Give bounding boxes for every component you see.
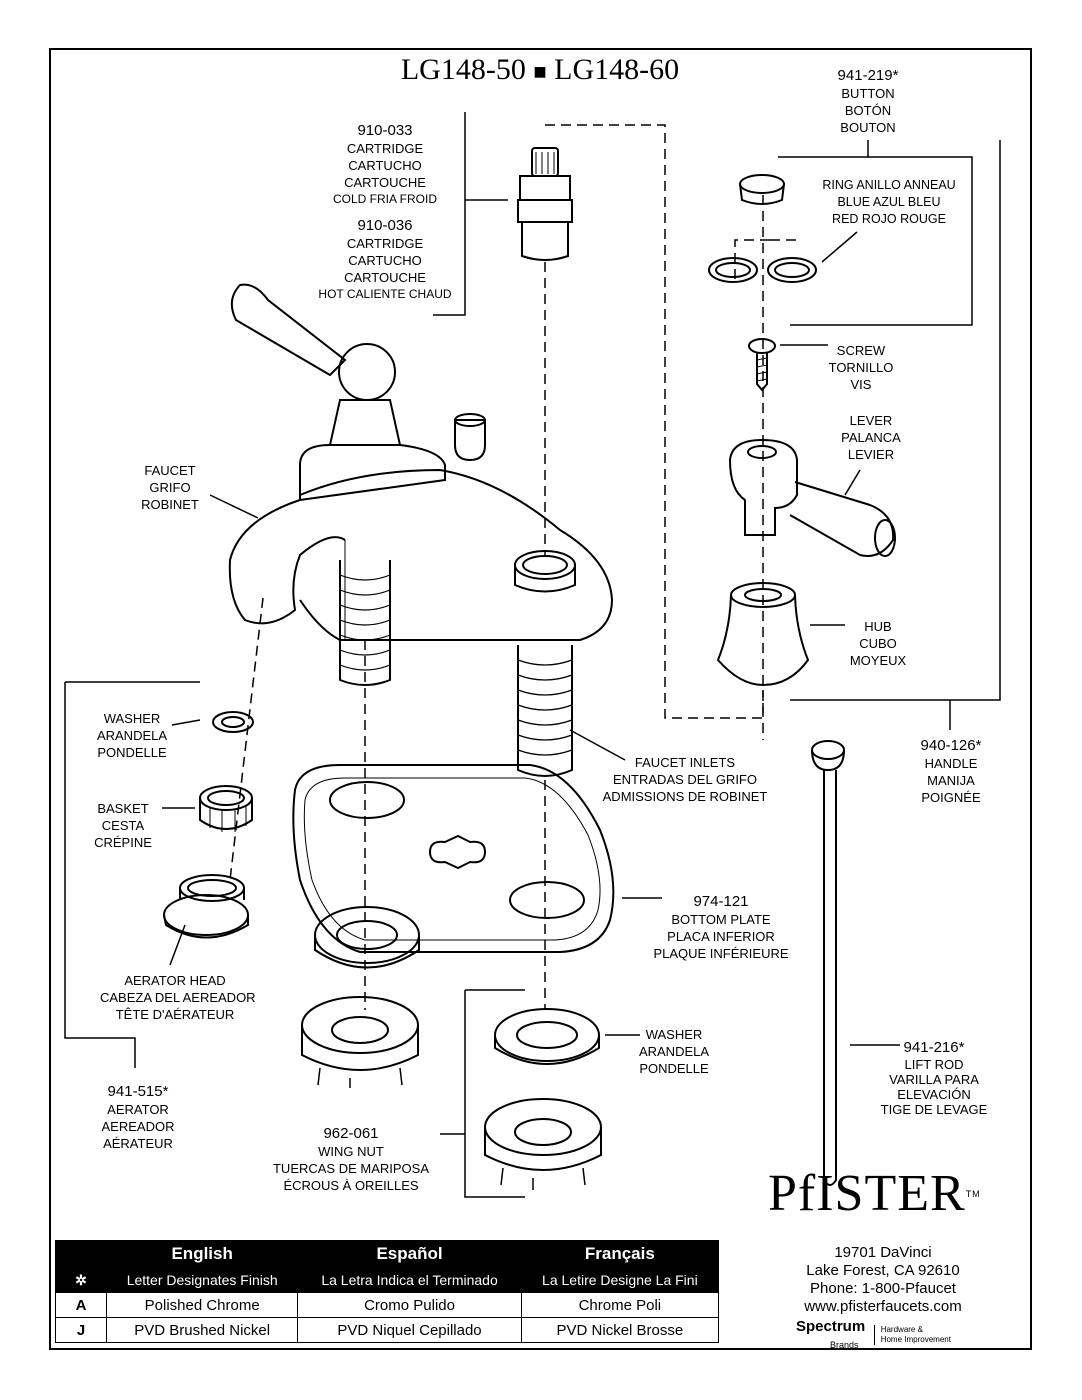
- left-shank-drawing: [339, 560, 391, 686]
- label-lever: LEVER PALANCA LEVIER: [841, 413, 901, 462]
- finish-english: PVD Brushed Nickel: [105, 1317, 299, 1343]
- label-lift-rod: 941-216* LIFT ROD VARILLA PARA ELEVACIÓN…: [880, 1039, 988, 1117]
- label-wing-nut: 962-061 WING NUT TUERCAS DE MARIPOSA ÉCR…: [272, 1125, 430, 1193]
- label-aerator: 941-515* AERATOR AEREADOR AÉRATEUR: [101, 1083, 175, 1151]
- header-espanol: Español: [297, 1240, 522, 1268]
- label-cartridge-cold: 910-033 CARTRIDGE CARTUCHO CARTOUCHE COL…: [332, 122, 437, 206]
- basket-drawing: [199, 785, 253, 832]
- lift-rod-drawing: [811, 740, 845, 1186]
- finish-francais: PVD Nickel Brosse: [520, 1317, 720, 1343]
- label-screw: SCREW TORNILLO VIS: [828, 343, 894, 392]
- address-city: Lake Forest, CA 92610: [806, 1262, 960, 1279]
- brand-tagline: Hardware &Home Improvement: [873, 1325, 951, 1345]
- address-phone: Phone: 1-800-Pfaucet: [810, 1280, 956, 1297]
- label-aerator-head: AERATOR HEAD CABEZA DEL AEREADOR TÊTE D'…: [100, 973, 256, 1022]
- right-washer-drawing: [494, 1008, 600, 1065]
- label-faucet-inlets: FAUCET INLETS ENTRADAS DEL GRIFO ADMISSI…: [602, 755, 768, 804]
- star-symbol: ✲: [55, 1267, 107, 1293]
- finish-english: Polished Chrome: [105, 1292, 299, 1318]
- left-washer-drawing: [314, 906, 420, 969]
- label-handle: 940-126* HANDLE MANIJA POIGNÉE: [920, 737, 982, 805]
- page-border: [49, 48, 1032, 1350]
- subheader-espanol: La Letra Indica el Terminado: [297, 1267, 522, 1293]
- cartridge-drawing: [517, 147, 573, 261]
- finish-code: J: [55, 1317, 107, 1343]
- bottom-plate-drawing: [292, 764, 615, 953]
- label-bottom-plate: 974-121 BOTTOM PLATE PLACA INFERIOR PLAQ…: [653, 893, 789, 961]
- button-drawing: [739, 174, 785, 205]
- rings-drawing: [708, 257, 817, 283]
- finish-code: A: [55, 1292, 107, 1318]
- right-shank-drawing: [517, 645, 573, 777]
- header-english: English: [105, 1240, 299, 1268]
- finish-francais: Chrome Poli: [520, 1292, 720, 1318]
- finish-table: English Español Français ✲ Letter Design…: [55, 1240, 720, 1343]
- company-address: 19701 DaVinci Lake Forest, CA 92610 Phon…: [770, 1244, 996, 1316]
- faucet-drawing: [228, 283, 614, 641]
- page-title: LG148-50 ■ LG148-60: [400, 53, 680, 86]
- label-ring: RING ANILLO ANNEAU BLUE AZUL BLEU RED RO…: [822, 178, 956, 226]
- label-button: 941-219* BUTTON BOTÓN BOUTON: [837, 67, 899, 135]
- finish-espanol: Cromo Pulido: [297, 1292, 522, 1318]
- aerator-washer-drawing: [212, 711, 254, 733]
- finish-espanol: PVD Niquel Cepillado: [297, 1317, 522, 1343]
- label-washer-right: WASHER ARANDELA PONDELLE: [638, 1027, 710, 1076]
- screw-drawing: [748, 338, 776, 392]
- right-wing-nut-drawing: [484, 1098, 602, 1190]
- lever-drawing: [728, 438, 896, 557]
- header-francais: Français: [520, 1240, 720, 1268]
- table-row: ✲ Letter Designates Finish La Letra Indi…: [55, 1267, 720, 1293]
- label-basket: BASKET CESTA CRÉPINE: [94, 801, 152, 850]
- subheader-english: Letter Designates Finish: [105, 1267, 299, 1293]
- left-wing-nut-drawing: [301, 996, 419, 1088]
- label-faucet: FAUCET GRIFO ROBINET: [141, 463, 199, 512]
- label-cartridge-hot: 910-036 CARTRIDGE CARTUCHO CARTOUCHE HOT…: [318, 217, 452, 301]
- label-hub: HUB CUBO MOYEUX: [849, 619, 907, 668]
- label-washer-left: WASHER ARANDELA PONDELLE: [96, 711, 168, 760]
- table-row: A Polished Chrome Cromo Pulido Chrome Po…: [55, 1292, 720, 1318]
- pfister-logo: PfISTERTM: [768, 1165, 981, 1222]
- aerator-head-drawing: [163, 874, 249, 939]
- assembly-axis-lines: [229, 124, 800, 1010]
- table-corner: [55, 1240, 107, 1268]
- address-website: www.pfisterfaucets.com: [804, 1298, 962, 1315]
- hub-drawing: [716, 582, 810, 687]
- address-street: 19701 DaVinci: [834, 1244, 932, 1261]
- table-row: J PVD Brushed Nickel PVD Niquel Cepillad…: [55, 1317, 720, 1343]
- subheader-francais: La Letire Designe La Fini: [520, 1267, 720, 1293]
